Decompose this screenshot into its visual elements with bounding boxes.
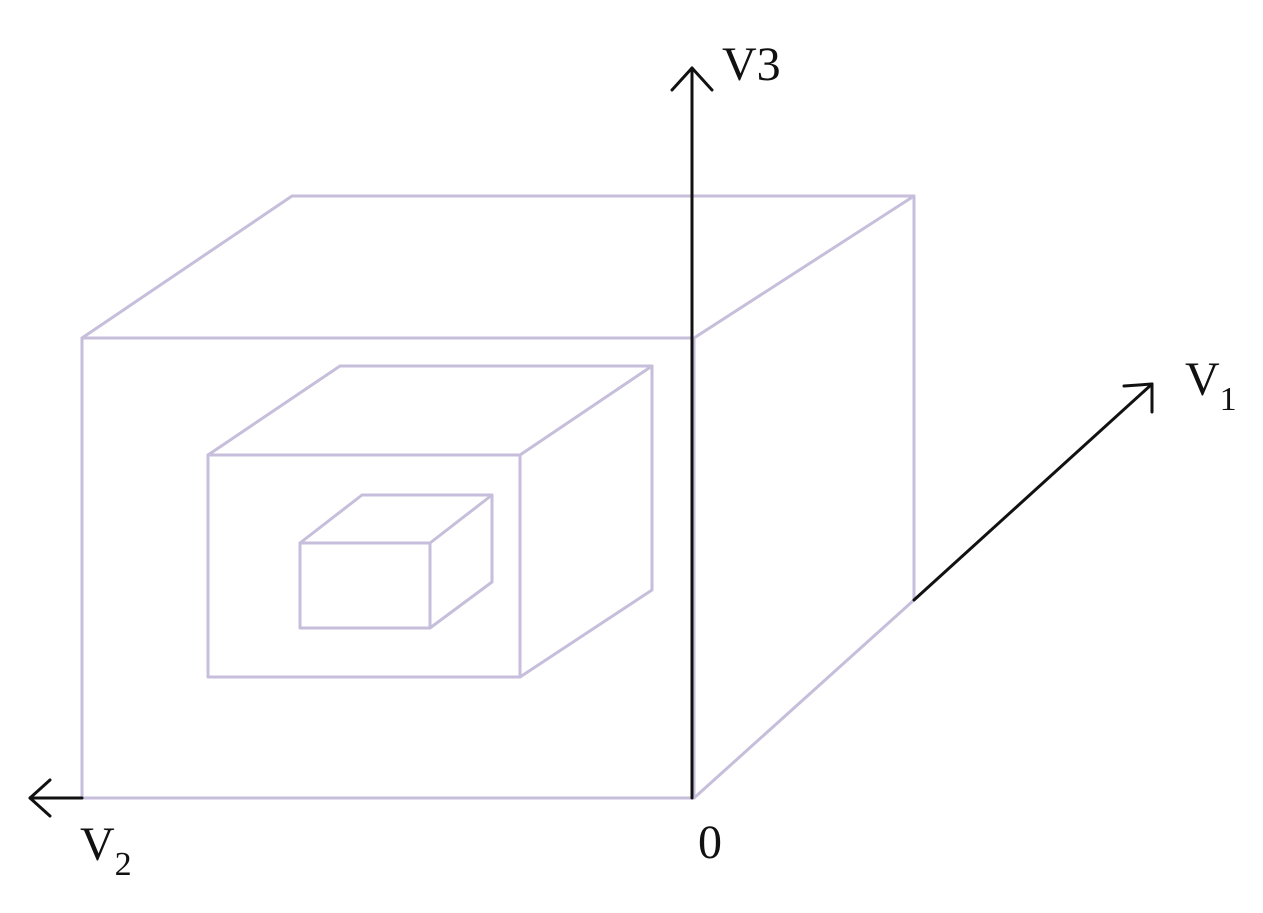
v3-axis: [670, 66, 714, 800]
inner-cube-top-face: [298, 493, 494, 545]
v1-axis-line: [912, 382, 1154, 602]
v1-axis: [912, 382, 1154, 602]
inner-cube: [298, 493, 494, 630]
v2-arrowhead-icon: [28, 778, 52, 818]
outer-cube: [80, 194, 916, 800]
v3-arrowhead-icon: [670, 66, 714, 92]
middle-cube-side-face: [518, 364, 654, 679]
outer-cube-top-face: [80, 194, 916, 340]
middle-cube: [206, 364, 654, 679]
inner-cube-front-face: [298, 541, 432, 630]
v1-label: V1: [1185, 353, 1237, 418]
inner-cube-side-face: [428, 493, 494, 630]
v2-axis: [28, 778, 84, 818]
v1-arrowhead-icon: [1122, 382, 1154, 414]
middle-cube-front-face: [206, 453, 522, 679]
origin-label: 0: [698, 816, 722, 869]
v3-label: V3: [722, 38, 781, 91]
outer-cube-bottom-depth-edge: [692, 598, 916, 800]
middle-cube-top-face: [206, 364, 654, 457]
outer-cube-front-face: [80, 336, 696, 800]
v2-label: V2: [80, 818, 132, 883]
